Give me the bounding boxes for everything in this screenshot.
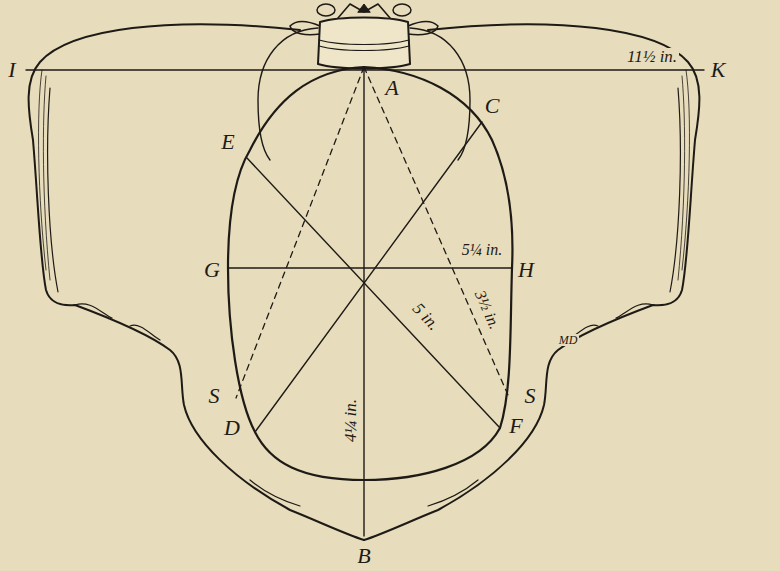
point-letter: E — [219, 131, 236, 153]
crest-shading — [39, 70, 50, 280]
spinal-canal — [358, 4, 370, 12]
pelvic-inlet — [228, 67, 512, 480]
intervertebral-disc — [319, 40, 409, 51]
dimension-label: 5 in. — [408, 298, 444, 335]
vertebral-body — [318, 18, 410, 69]
point-letter: C — [483, 95, 502, 117]
iliac-crest — [29, 24, 364, 540]
dimension-label: 11½ in. — [625, 48, 679, 65]
crest-shading — [678, 70, 689, 280]
conjugate-diameter — [363, 67, 364, 536]
dimension-label: 3½ in. — [471, 286, 504, 333]
point-letter: G — [202, 259, 222, 281]
point-letter: S — [207, 385, 222, 407]
point-letter: S — [523, 385, 538, 407]
oblique-diameter — [247, 158, 500, 428]
articular-process — [317, 4, 335, 16]
dimension-label: 4¼ in. — [341, 397, 358, 444]
spinous-process — [338, 4, 390, 18]
point-letter: D — [222, 417, 242, 439]
transverse-process — [408, 22, 438, 35]
sacro-cotyloid-diameter — [236, 67, 364, 398]
lower-border-notch — [75, 304, 300, 506]
signature: MD — [557, 334, 580, 346]
hip-bone-right — [364, 4, 699, 540]
dimension-label: 5¼ in. — [460, 242, 504, 258]
crest-inner-lip — [670, 88, 680, 292]
hip-bone-left — [29, 4, 364, 540]
point-letter: A — [383, 77, 400, 99]
point-letter: K — [709, 59, 728, 81]
transverse-diameter — [228, 267, 512, 268]
lower-border-notch — [428, 304, 653, 506]
articular-process — [393, 4, 411, 16]
sacro-cotyloid-diameter — [364, 67, 508, 395]
point-letter: B — [355, 545, 372, 567]
crest-inner-lip — [48, 88, 58, 292]
sacral-ala — [410, 28, 470, 160]
sacral-ala — [258, 28, 318, 160]
point-letter: H — [516, 259, 536, 281]
point-letter: I — [6, 59, 17, 81]
transverse-process — [290, 22, 320, 35]
oblique-diameter — [255, 122, 482, 432]
point-letter: F — [507, 415, 524, 437]
iliac-crest — [364, 24, 699, 540]
